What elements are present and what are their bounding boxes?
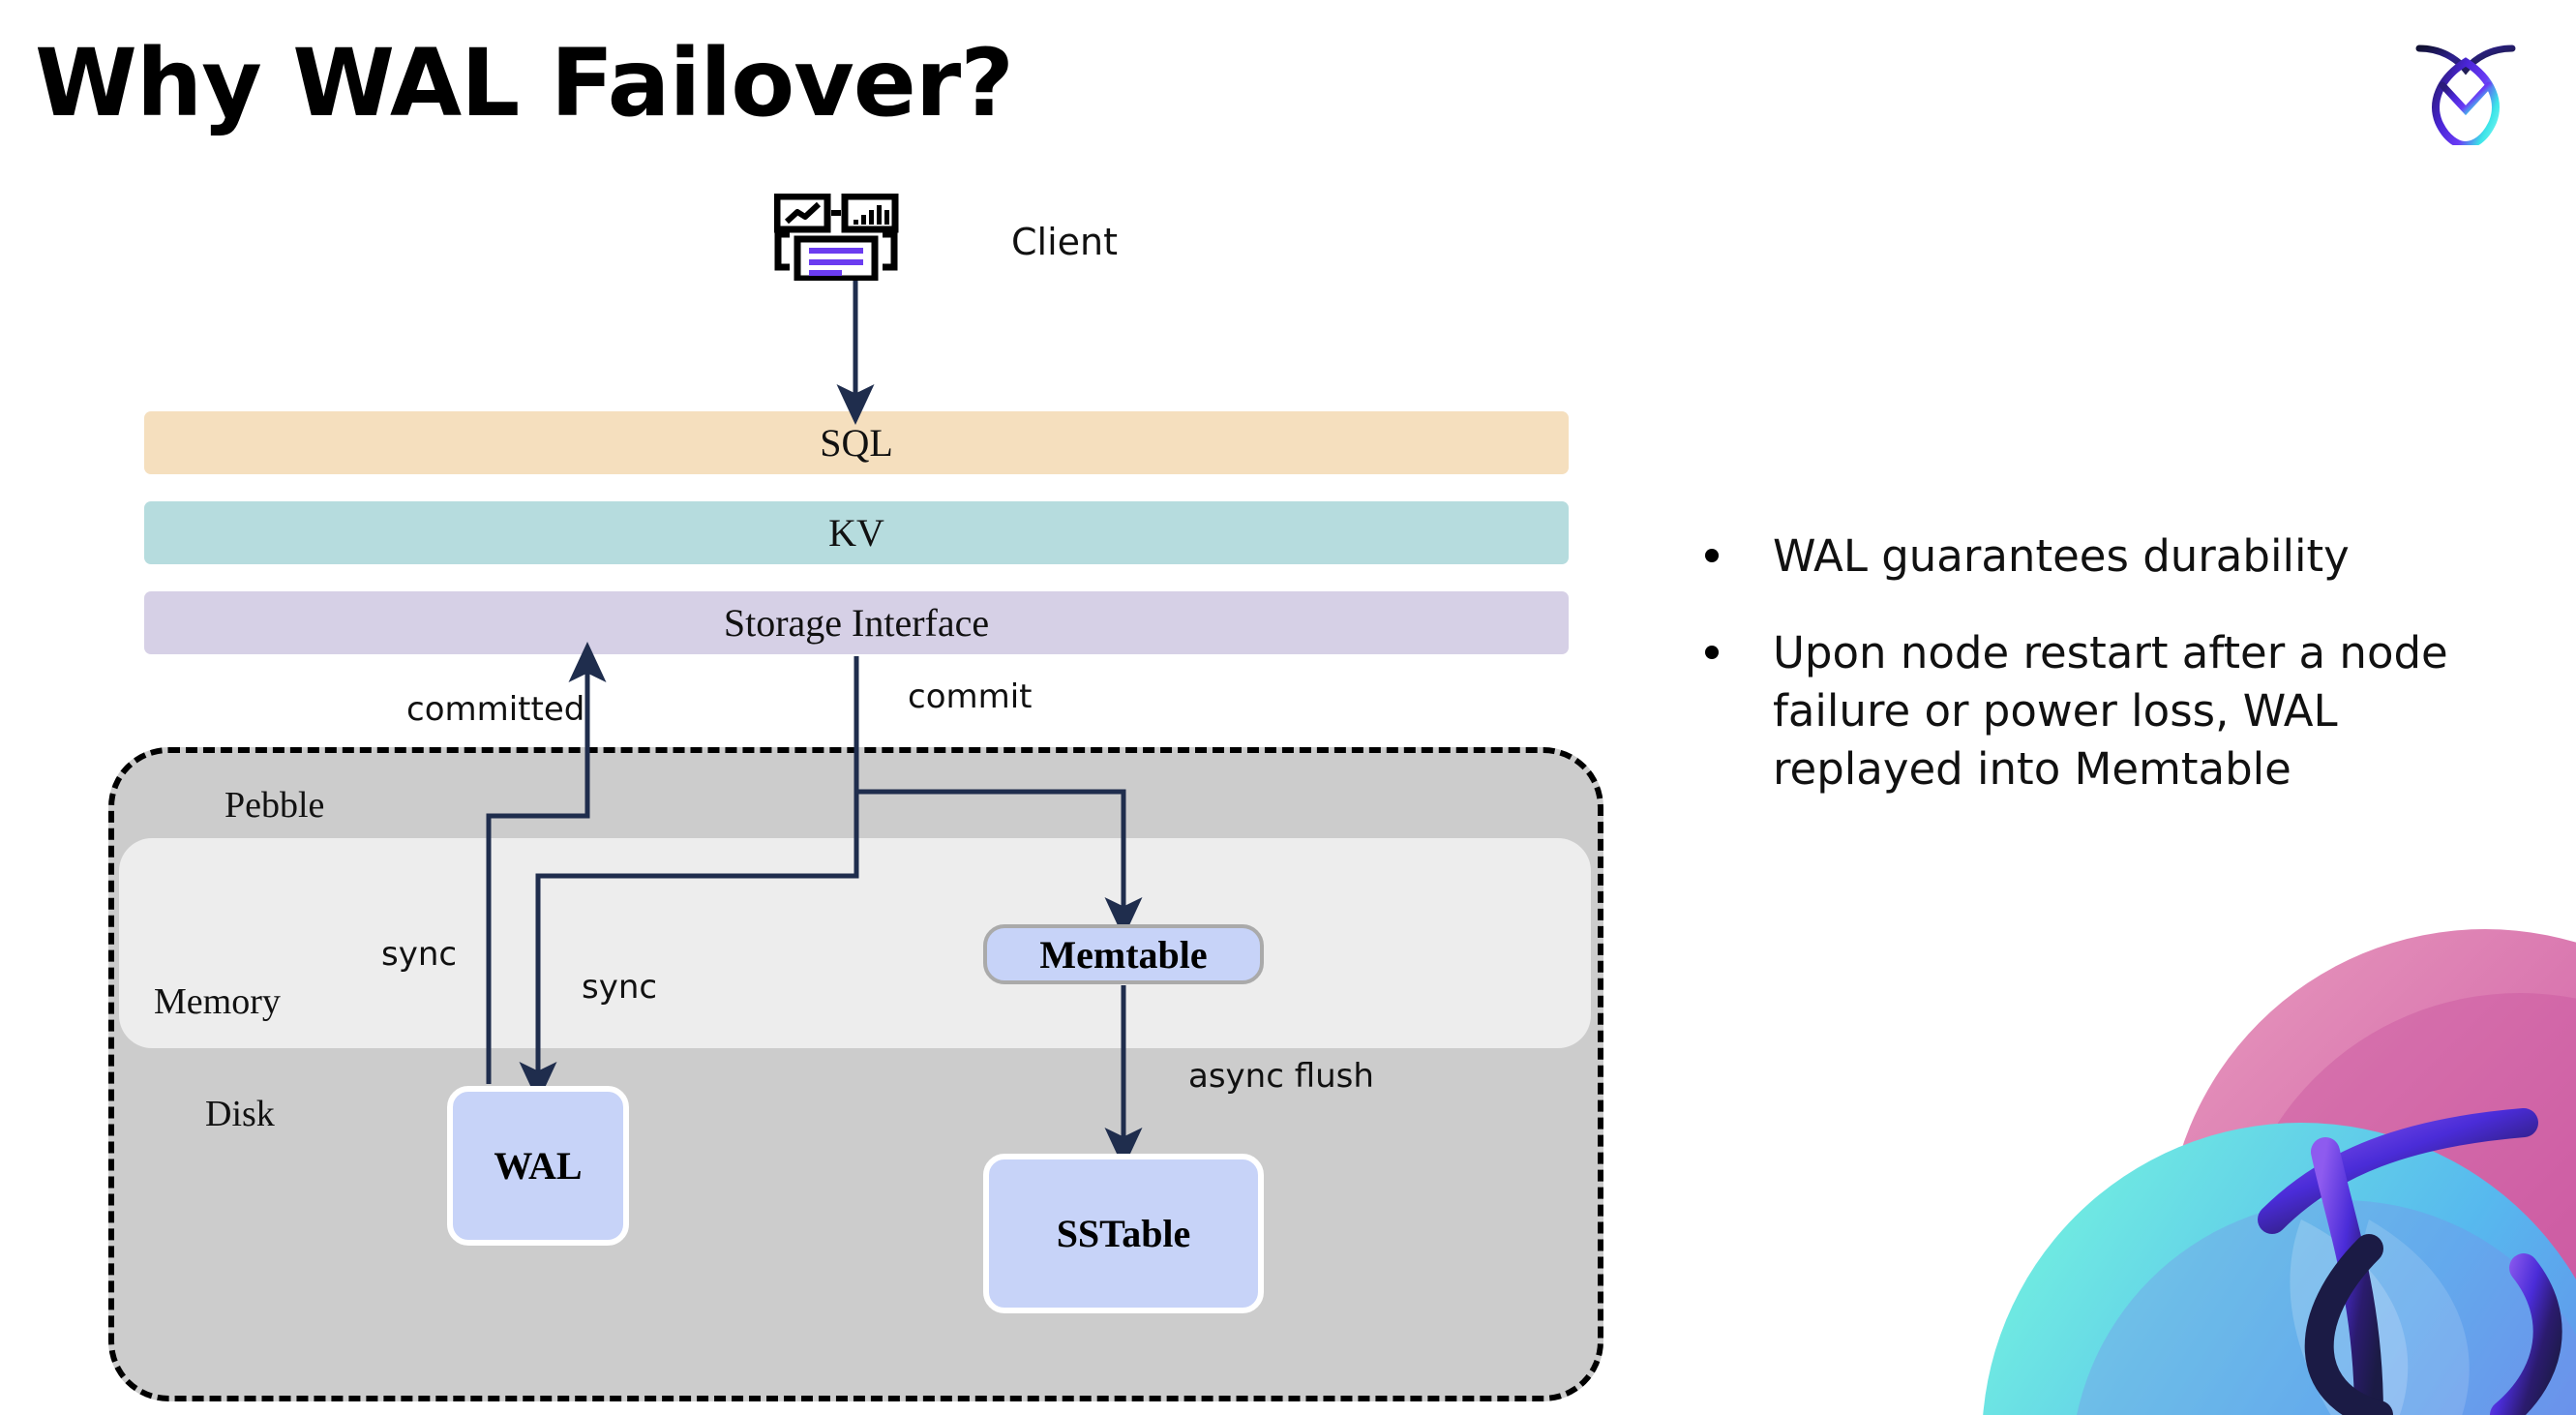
- node-wal[interactable]: WAL: [447, 1086, 629, 1246]
- bullet-dot-icon: [1705, 549, 1719, 562]
- bullet-dot-icon: [1705, 645, 1719, 659]
- client-label: Client: [1011, 221, 1119, 263]
- list-item: Upon node restart after a node failure o…: [1705, 624, 2537, 798]
- bullet-list: WAL guarantees durability Upon node rest…: [1705, 527, 2537, 836]
- memory-zone-panel: [119, 838, 1591, 1048]
- list-item: WAL guarantees durability: [1705, 527, 2537, 586]
- layer-bar-storage-interface[interactable]: Storage Interface: [144, 591, 1569, 654]
- edge-label-committed: committed: [406, 690, 585, 729]
- layer-bar-sql[interactable]: SQL: [144, 411, 1569, 474]
- client-dashboard-icon: [773, 193, 929, 283]
- edge-label-sync-committed: sync: [381, 935, 458, 974]
- bullet-text: Upon node restart after a node failure o…: [1773, 626, 2448, 795]
- node-memtable[interactable]: Memtable: [983, 924, 1264, 984]
- corner-watermark-logo: [1982, 929, 2576, 1415]
- bullet-text: WAL guarantees durability: [1773, 530, 2350, 582]
- page-title: Why WAL Failover?: [35, 29, 1014, 137]
- cockroachdb-logo-icon: [2408, 27, 2524, 150]
- memory-label: Memory: [154, 981, 281, 1022]
- disk-label: Disk: [205, 1094, 275, 1134]
- edge-label-sync-write: sync: [582, 968, 658, 1007]
- layer-bar-kv[interactable]: KV: [144, 501, 1569, 564]
- node-sstable[interactable]: SSTable: [983, 1154, 1264, 1313]
- edge-label-commit: commit: [908, 677, 1033, 716]
- edge-label-async-flush: async flush: [1188, 1057, 1374, 1096]
- pebble-label: Pebble: [225, 785, 325, 826]
